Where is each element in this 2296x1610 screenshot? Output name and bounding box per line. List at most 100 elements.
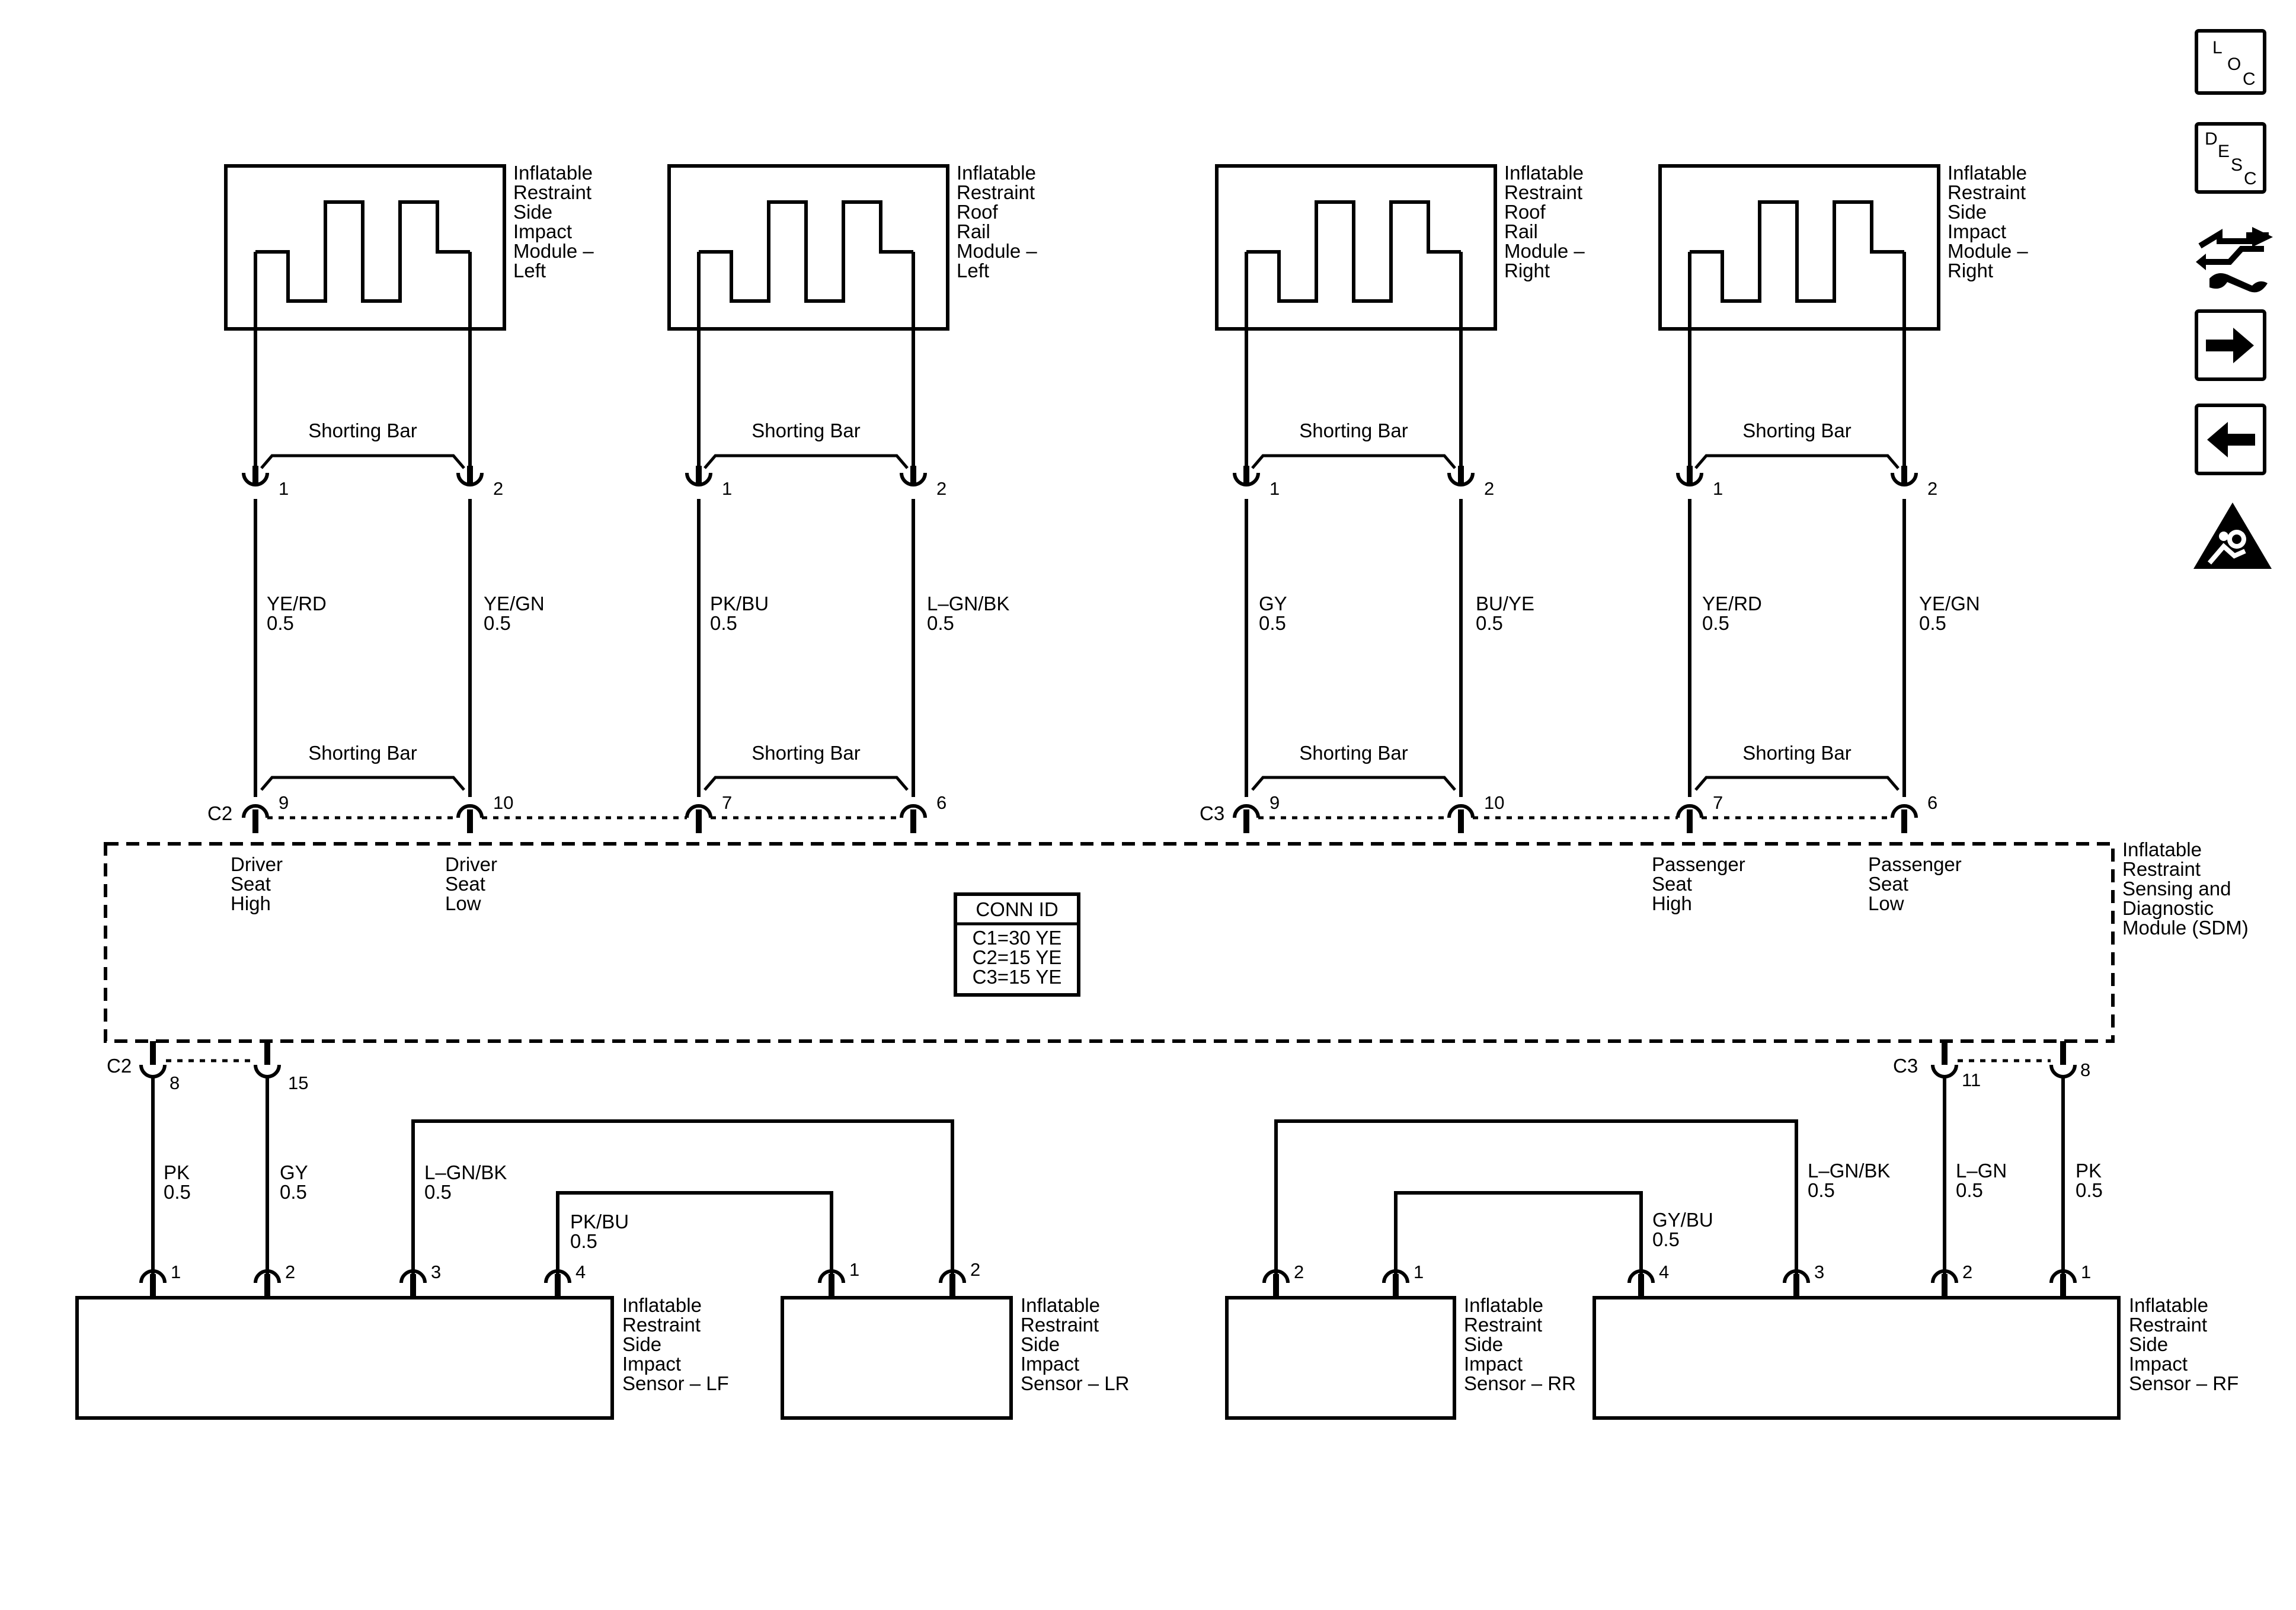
conn-id-table: CONN ID C1=30 YE C2=15 YE C3=15 YE bbox=[954, 892, 1080, 997]
shorting-bars-sdm-side: Shorting Bar Shorting Bar Shorting Bar S… bbox=[260, 742, 1900, 791]
conn-id-row: C2=15 YE bbox=[973, 946, 1062, 968]
svg-text:C2: C2 bbox=[107, 1055, 132, 1077]
next-page-button[interactable] bbox=[2195, 309, 2266, 381]
sdm-module bbox=[104, 842, 2115, 1043]
conn-id-row: C3=15 YE bbox=[973, 966, 1062, 988]
sensor-lr bbox=[781, 1296, 1013, 1420]
svg-text:7: 7 bbox=[722, 792, 732, 813]
svg-text:1: 1 bbox=[171, 1262, 181, 1282]
svg-text:2: 2 bbox=[936, 478, 946, 499]
sensor-pin-numbers: 1 2 3 4 1 2 2 1 4 3 2 1 bbox=[171, 1259, 2091, 1282]
svg-text:10: 10 bbox=[493, 792, 513, 813]
svg-text:C2: C2 bbox=[207, 802, 232, 824]
sensor-connector-terminals bbox=[139, 1269, 2077, 1298]
restraint-module-roof-rail-right bbox=[1215, 164, 1497, 331]
svg-text:Shorting Bar: Shorting Bar bbox=[1299, 742, 1408, 764]
svg-text:6: 6 bbox=[1927, 792, 1937, 813]
svg-text:1: 1 bbox=[1269, 478, 1280, 499]
svg-text:Shorting Bar: Shorting Bar bbox=[1742, 742, 1851, 764]
svg-text:E: E bbox=[2218, 142, 2230, 161]
module-connector-terminals bbox=[242, 466, 1918, 486]
airbag-warning-icon bbox=[2193, 502, 2272, 569]
sensor-rr bbox=[1225, 1296, 1456, 1420]
svg-text:15: 15 bbox=[288, 1073, 308, 1093]
svg-text:1: 1 bbox=[279, 478, 289, 499]
arrow-right-icon bbox=[2206, 340, 2237, 351]
svg-text:D: D bbox=[2205, 129, 2218, 149]
svg-text:O: O bbox=[2227, 55, 2241, 74]
svg-text:8: 8 bbox=[2080, 1060, 2090, 1080]
sdm-top-connector-terminals: C2 C3 9 10 7 6 9 10 7 6 bbox=[207, 792, 1937, 833]
svg-text:L: L bbox=[2212, 38, 2223, 57]
restraint-module-side-impact-left bbox=[224, 164, 506, 331]
svg-text:10: 10 bbox=[1484, 792, 1504, 813]
lower-wires bbox=[151, 1077, 2065, 1274]
svg-text:9: 9 bbox=[1269, 792, 1280, 813]
svg-text:2: 2 bbox=[1927, 478, 1937, 499]
sdm-bottom-connector-terminals: C2 C3 8 15 11 8 bbox=[107, 1041, 2090, 1093]
svg-text:C3: C3 bbox=[1200, 802, 1224, 824]
svg-text:2: 2 bbox=[1484, 478, 1494, 499]
svg-text:Shorting Bar: Shorting Bar bbox=[1299, 420, 1408, 441]
svg-text:Shorting Bar: Shorting Bar bbox=[752, 420, 860, 441]
previous-page-button[interactable] bbox=[2195, 404, 2266, 475]
svg-text:2: 2 bbox=[493, 478, 503, 499]
svg-text:2: 2 bbox=[285, 1262, 295, 1282]
desc-button[interactable]: D E S C bbox=[2195, 122, 2266, 194]
restraint-module-side-impact-right bbox=[1658, 164, 1940, 331]
svg-text:Shorting Bar: Shorting Bar bbox=[308, 742, 417, 764]
sensor-rf bbox=[1593, 1296, 2121, 1420]
svg-text:11: 11 bbox=[1962, 1070, 1981, 1090]
svg-text:6: 6 bbox=[936, 792, 946, 813]
restraint-module-roof-rail-left bbox=[667, 164, 949, 331]
svg-text:1: 1 bbox=[849, 1259, 859, 1280]
loc-button[interactable]: L O C bbox=[2195, 29, 2266, 95]
svg-text:Shorting Bar: Shorting Bar bbox=[1742, 420, 1851, 441]
svg-text:2: 2 bbox=[1962, 1262, 1972, 1282]
svg-text:C: C bbox=[2244, 169, 2257, 188]
svg-text:3: 3 bbox=[431, 1262, 441, 1282]
svg-text:2: 2 bbox=[1294, 1262, 1304, 1282]
svg-text:8: 8 bbox=[170, 1073, 180, 1093]
svg-text:1: 1 bbox=[2081, 1262, 2091, 1282]
svg-text:1: 1 bbox=[1713, 478, 1723, 499]
svg-text:C: C bbox=[2243, 69, 2256, 89]
svg-text:3: 3 bbox=[1814, 1262, 1824, 1282]
svg-text:7: 7 bbox=[1713, 792, 1723, 813]
wrench-connector-icon[interactable] bbox=[2196, 227, 2273, 293]
svg-text:9: 9 bbox=[279, 792, 289, 813]
svg-text:4: 4 bbox=[575, 1262, 586, 1282]
svg-text:1: 1 bbox=[1414, 1262, 1424, 1282]
conn-id-title: CONN ID bbox=[976, 898, 1058, 920]
svg-text:C3: C3 bbox=[1893, 1055, 1918, 1077]
svg-text:2: 2 bbox=[970, 1259, 980, 1280]
